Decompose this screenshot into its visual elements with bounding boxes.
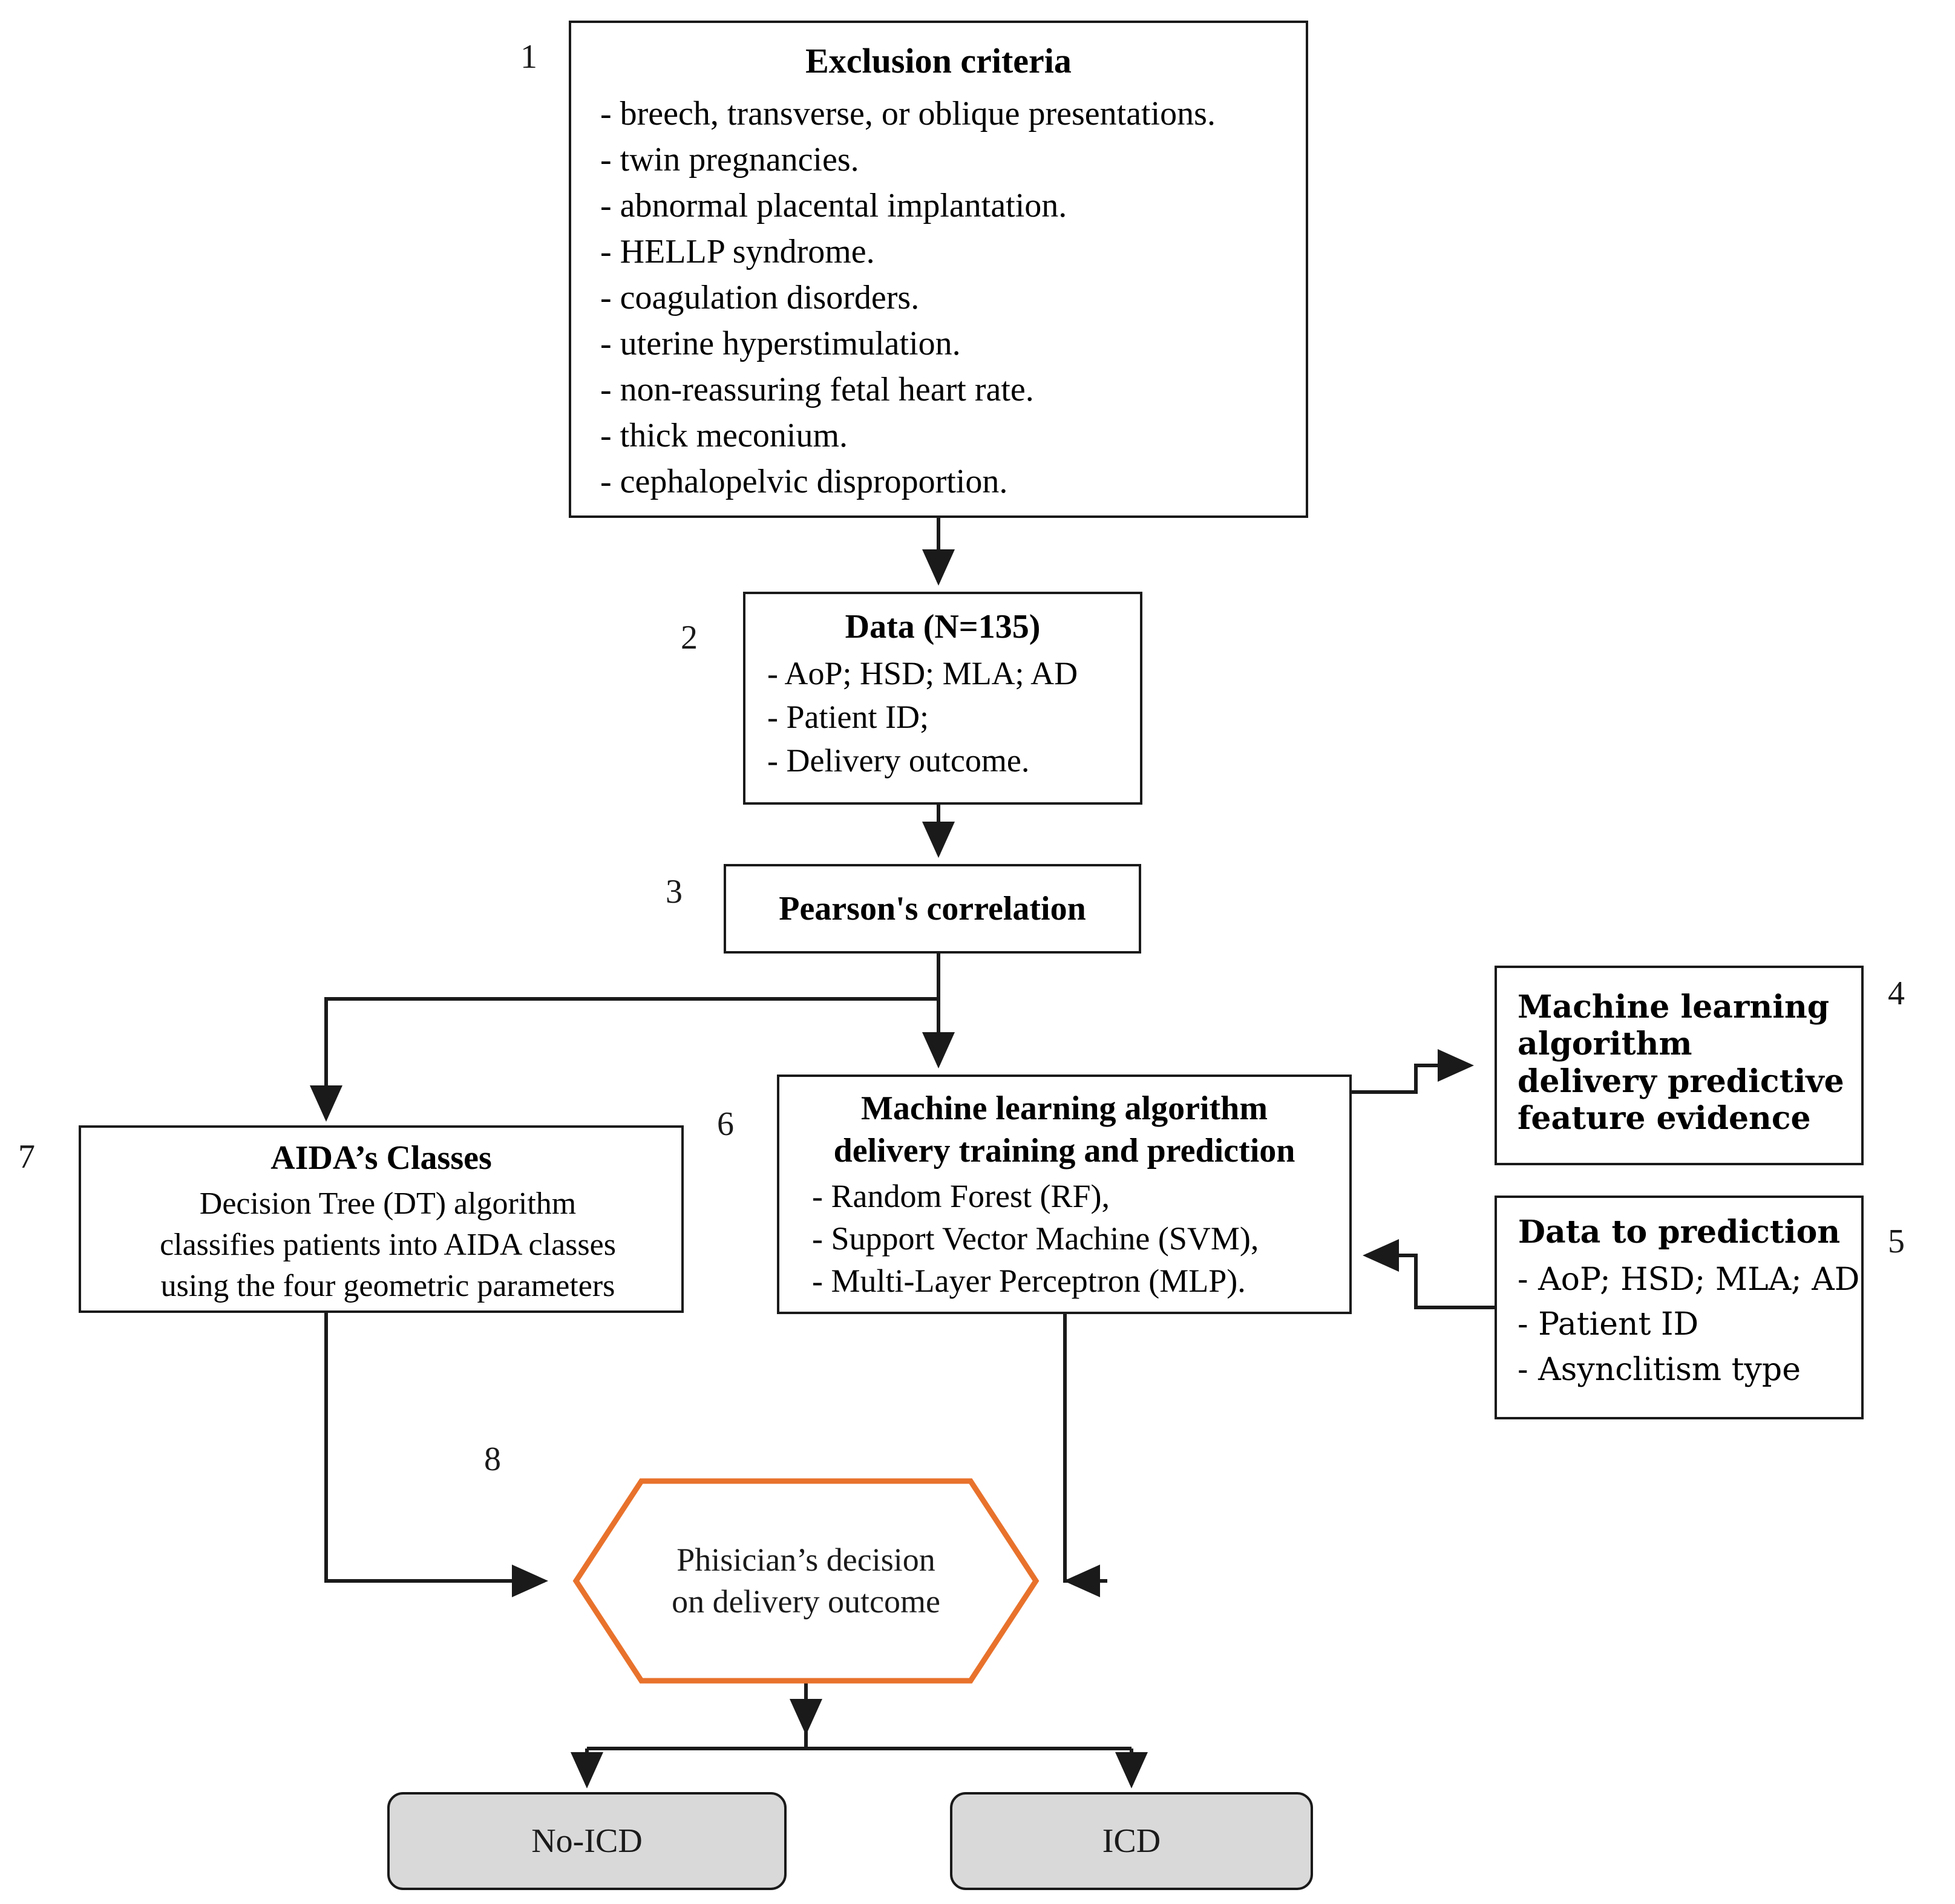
node-data-to-prediction[interactable]: Data to prediction - AoP; HSD; MLA; AD -… — [1495, 1196, 1864, 1419]
ml-training-body: Machine learning algorithm delivery trai… — [779, 1091, 1349, 1297]
data-list: - AoP; HSD; MLA; AD - Patient ID; - Deli… — [745, 657, 1140, 777]
step-number-4: 4 — [1888, 975, 1905, 1012]
ml-training-title-line1: Machine learning algorithm — [861, 1090, 1268, 1127]
list-item: - HELLP syndrome. — [600, 233, 875, 270]
ml-training-list: - Random Forest (RF), - Support Vector M… — [779, 1180, 1349, 1297]
list-item: - Patient ID — [1518, 1306, 1699, 1343]
step-number-8: 8 — [484, 1441, 501, 1478]
node-pearson-correlation[interactable]: Pearson's correlation — [724, 864, 1141, 954]
exclusion-list: - breech, transverse, or oblique present… — [571, 97, 1306, 499]
step-number-7: 7 — [18, 1138, 35, 1176]
list-item: - AoP; HSD; MLA; AD — [767, 655, 1078, 692]
pearson-title: Pearson's correlation — [779, 890, 1086, 927]
outcome-no-icd-label: No-ICD — [531, 1822, 643, 1860]
list-item: - abnormal placental implantation. — [600, 187, 1067, 224]
node-physician-decision[interactable]: Phisician’s decision on delivery outcome — [576, 1481, 1036, 1681]
list-item: - Patient ID; — [767, 699, 929, 735]
aida-classes-list: Decision Tree (DT) algorithm classifies … — [81, 1188, 681, 1302]
text-line: Phisician’s decision — [676, 1541, 935, 1578]
text-line: on delivery outcome — [672, 1583, 940, 1620]
aida-classes-title: AIDA’s Classes — [270, 1139, 492, 1177]
node-aida-classes[interactable]: AIDA’s Classes Decision Tree (DT) algori… — [79, 1125, 684, 1313]
list-item: - Asynclitism type — [1518, 1351, 1801, 1388]
list-item: - Multi-Layer Perceptron (MLP). — [812, 1263, 1246, 1299]
exclusion-title: Exclusion criteria — [805, 41, 1072, 80]
data-to-prediction-title: Data to prediction — [1518, 1214, 1841, 1251]
data-body: Data (N=135) - AoP; HSD; MLA; AD - Patie… — [745, 610, 1140, 777]
step-number-2: 2 — [681, 619, 698, 656]
list-item: - breech, transverse, or oblique present… — [600, 95, 1216, 132]
outcome-icd-label: ICD — [1102, 1822, 1161, 1860]
node-outcome-icd[interactable]: ICD — [950, 1792, 1313, 1890]
step-number-3: 3 — [666, 873, 683, 911]
node-outcome-no-icd[interactable]: No-ICD — [387, 1792, 787, 1890]
text-line: classifies patients into AIDA classes — [160, 1228, 616, 1262]
list-item: - non-reassuring fetal heart rate. — [600, 371, 1034, 408]
list-item: - uterine hyperstimulation. — [600, 325, 961, 362]
step-number-6: 6 — [717, 1105, 734, 1143]
list-item: - cephalopelvic disproportion. — [600, 463, 1008, 500]
data-to-prediction-list: - AoP; HSD; MLA; AD - Patient ID - Async… — [1497, 1262, 1861, 1387]
node-ml-feature-evidence[interactable]: Machine learning algorithm delivery pred… — [1495, 966, 1864, 1165]
line-ml-to-evidence — [1352, 1049, 1474, 1094]
text-line: algorithm — [1518, 1026, 1692, 1063]
list-item: - thick meconium. — [600, 417, 848, 454]
text-line: delivery predictive — [1518, 1062, 1844, 1100]
data-to-prediction-body: Data to prediction - AoP; HSD; MLA; AD -… — [1497, 1214, 1861, 1387]
node-data[interactable]: Data (N=135) - AoP; HSD; MLA; AD - Patie… — [743, 592, 1142, 805]
node-exclusion-criteria[interactable]: Exclusion criteria - breech, transverse,… — [569, 21, 1308, 518]
list-item: - Delivery outcome. — [767, 742, 1030, 779]
list-item: - AoP; HSD; MLA; AD — [1518, 1261, 1860, 1298]
line-prediction-to-ml — [1363, 1239, 1495, 1309]
list-item: - coagulation disorders. — [600, 279, 920, 316]
aida-classes-body: AIDA’s Classes Decision Tree (DT) algori… — [81, 1141, 681, 1302]
node-ml-training-prediction[interactable]: Machine learning algorithm delivery trai… — [777, 1075, 1352, 1314]
physician-decision-label: Phisician’s decision on delivery outcome — [576, 1481, 1036, 1681]
line-ml-to-decision — [1063, 1314, 1067, 1583]
step-number-5: 5 — [1888, 1223, 1905, 1260]
list-item: - twin pregnancies. — [600, 141, 859, 178]
list-item: - Random Forest (RF), — [812, 1178, 1110, 1214]
text-line: Machine learning — [1518, 989, 1830, 1026]
text-line: Decision Tree (DT) algorithm — [199, 1186, 577, 1221]
exclusion-body: Exclusion criteria - breech, transverse,… — [571, 44, 1306, 499]
text-line: feature evidence — [1518, 1100, 1811, 1137]
ml-evidence-body: Machine learning algorithm delivery pred… — [1497, 968, 1861, 1137]
text-line: using the four geometric parameters — [160, 1269, 615, 1303]
line-aida-to-decision — [324, 1313, 548, 1597]
list-item: - Support Vector Machine (SVM), — [812, 1220, 1259, 1257]
data-title: Data (N=135) — [845, 608, 1041, 646]
step-number-1: 1 — [520, 38, 537, 76]
ml-training-title-line2: delivery training and prediction — [833, 1132, 1295, 1170]
